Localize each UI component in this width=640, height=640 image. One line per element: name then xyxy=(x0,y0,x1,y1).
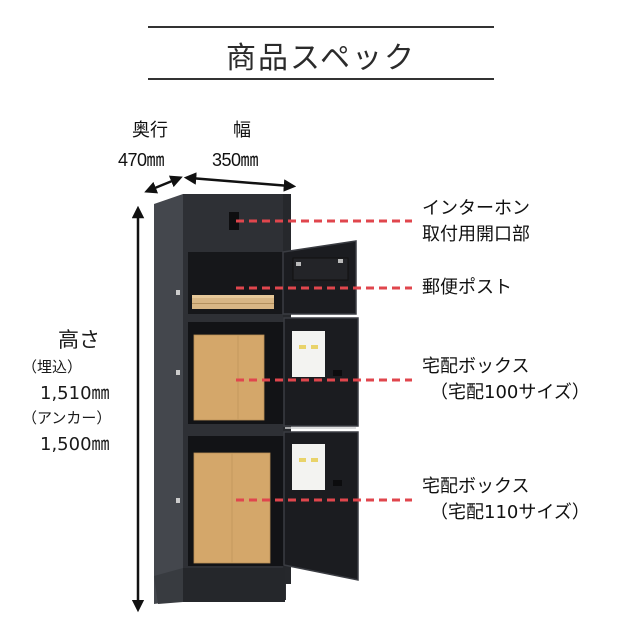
height-anchor-value: 1,500㎜ xyxy=(40,434,110,455)
callout-box-110: 宅配ボックス （宅配110サイズ） xyxy=(422,474,590,526)
callout-box-110-line1: 宅配ボックス xyxy=(422,476,530,497)
intercom-opening xyxy=(229,212,239,230)
callout-box-110-line2: （宅配110サイズ） xyxy=(430,502,590,523)
height-buried-value: 1,510㎜ xyxy=(40,383,110,404)
cabinet-base xyxy=(183,568,285,602)
height-buried-label: （埋込） xyxy=(22,358,83,376)
title-rule-top xyxy=(148,26,494,28)
cabinet-side-panel xyxy=(154,194,183,604)
height-label: 高さ xyxy=(58,328,100,352)
instruction-card xyxy=(292,331,325,377)
title-banner: 商品スペック xyxy=(148,26,494,80)
callout-box-100: 宅配ボックス （宅配100サイズ） xyxy=(422,354,590,406)
width-label: 幅 xyxy=(233,120,251,140)
instruction-card-2 xyxy=(292,444,325,490)
height-spec: 高さ （埋込） 1,510㎜ （アンカー） 1,500㎜ xyxy=(22,324,142,456)
depth-value: 470㎜ xyxy=(118,150,165,170)
page-title: 商品スペック xyxy=(226,41,416,76)
callout-postbox: 郵便ポスト xyxy=(422,275,512,301)
callout-box-100-line2: （宅配100サイズ） xyxy=(430,382,590,403)
title-rule-bottom xyxy=(148,78,494,80)
callout-intercom-line1: インターホン xyxy=(422,198,530,219)
width-arrow-icon xyxy=(183,172,297,192)
depth-label: 奥行 xyxy=(132,120,168,140)
callout-box-100-line1: 宅配ボックス xyxy=(422,356,530,377)
callout-leaders xyxy=(236,219,412,502)
callout-intercom-line2: 取付用開口部 xyxy=(422,224,530,245)
width-value: 350㎜ xyxy=(212,150,259,170)
callout-postbox-line1: 郵便ポスト xyxy=(422,277,512,298)
parcel-100 xyxy=(194,335,264,420)
depth-arrow-icon xyxy=(144,175,183,194)
height-anchor-label: （アンカー） xyxy=(22,409,112,427)
callout-intercom: インターホン 取付用開口部 xyxy=(422,196,530,248)
